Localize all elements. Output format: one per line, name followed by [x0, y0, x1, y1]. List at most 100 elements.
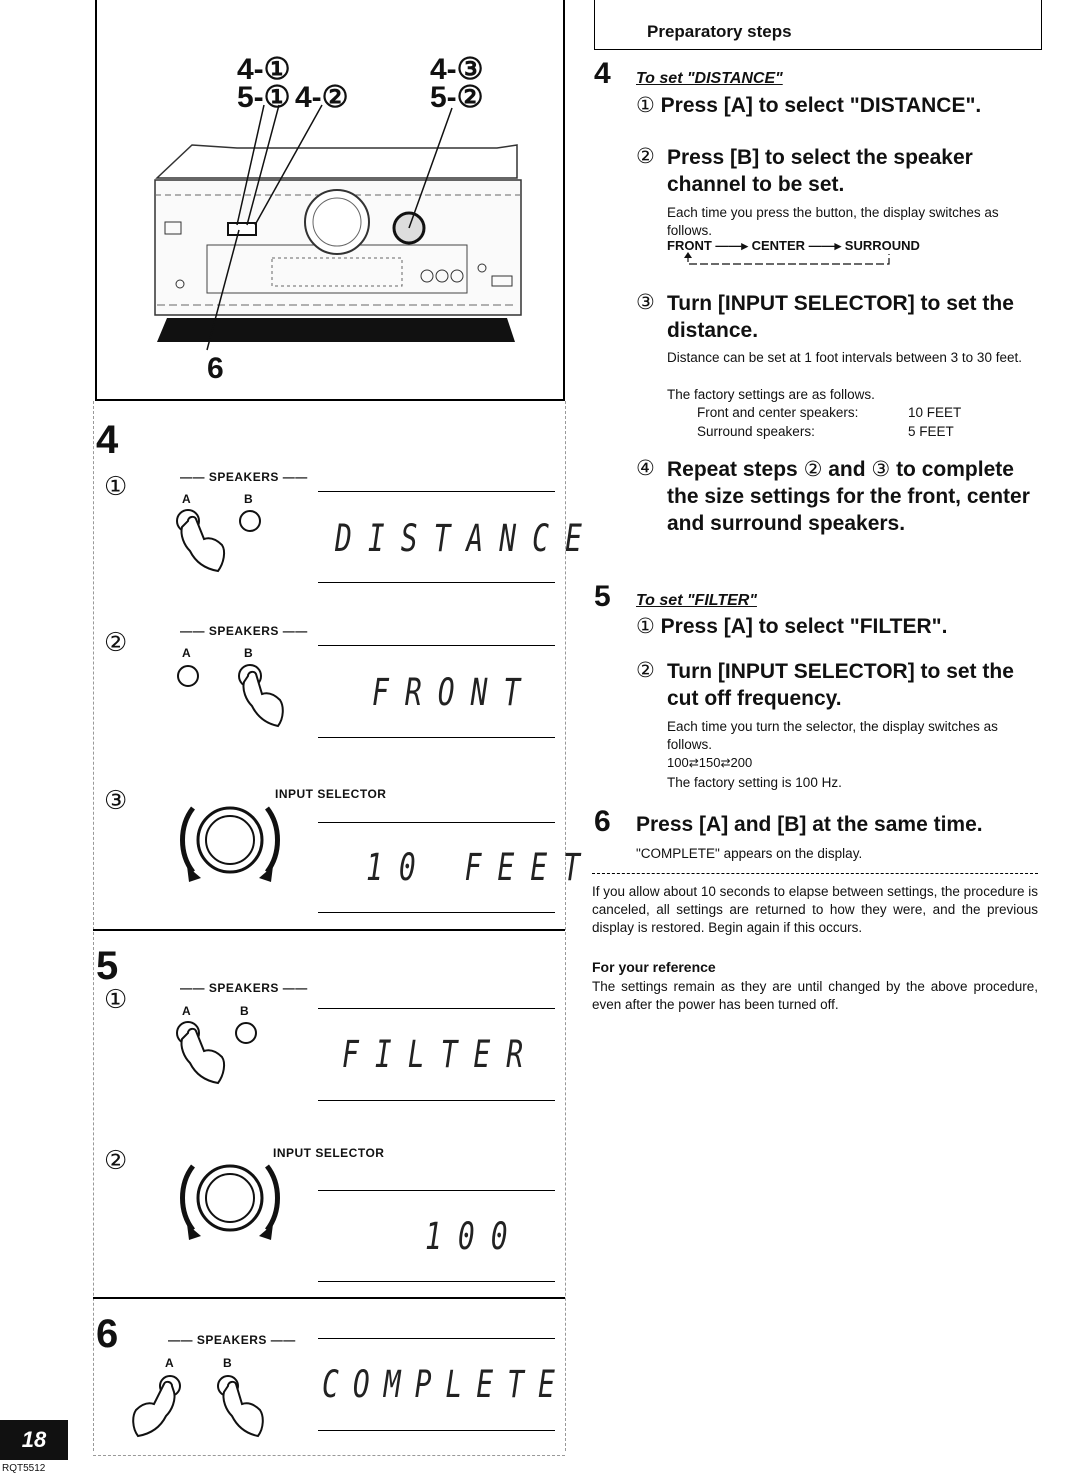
text: Press [A] to select "DISTANCE". — [660, 94, 982, 117]
ref-marker-2: ② — [803, 457, 823, 481]
left-step4-sub2-display: FRONT — [372, 670, 537, 715]
arrow-icon: ——▸ — [715, 238, 748, 253]
button-b-label: B — [244, 492, 254, 506]
seq-front: FRONT — [667, 238, 712, 253]
right-step5-item2-desc: Each time you turn the selector, the dis… — [667, 719, 998, 752]
receiver-illustration — [154, 104, 522, 351]
button-b-pressed-icon — [177, 664, 284, 728]
button-a-label: A — [182, 646, 192, 660]
display-rule-bottom — [318, 1430, 555, 1431]
section-divider — [93, 1297, 565, 1299]
left-step4-sub1-display: DISTANCE — [335, 516, 598, 561]
display-rule-bottom — [318, 912, 555, 913]
factory-row2-label: Surround speakers: — [697, 424, 815, 439]
note-divider — [592, 873, 1038, 874]
seq-150: 150 — [698, 755, 721, 770]
both-buttons-pressed-icon — [132, 1375, 264, 1438]
marker: ① — [636, 614, 655, 638]
speakers-label-text: SPEAKERS — [208, 624, 279, 638]
text-and: and — [822, 458, 872, 481]
left-step4-number: 4 — [96, 418, 119, 462]
display-rule-top — [318, 1190, 555, 1191]
speaker-sequence: FRONT ——▸ CENTER ——▸ SURROUND — [667, 238, 920, 254]
button-a-pressed-icon — [176, 1021, 257, 1085]
text-a: Repeat steps — [667, 458, 804, 481]
display-rule-bottom — [318, 737, 555, 738]
right-step4-item3-marker: ③ — [636, 290, 655, 314]
right-step4-item2-marker: ② — [636, 144, 655, 168]
display-rule-top — [318, 1338, 555, 1339]
right-step5-number: 5 — [594, 580, 611, 613]
factory-row1-value: 10 FEET — [908, 405, 962, 420]
input-selector-knob-icon — [180, 1164, 280, 1240]
bottom-dashed-edge — [93, 1455, 565, 1456]
right-step4-number: 4 — [594, 57, 611, 90]
speakers-label-text: SPEAKERS — [208, 470, 279, 484]
button-a-label: A — [182, 492, 192, 506]
display-rule-top — [318, 822, 555, 823]
button-b-label: B — [223, 1356, 233, 1370]
left-step4-sub2-marker: ② — [104, 628, 128, 658]
right-step5-factory: The factory setting is 100 Hz. — [667, 775, 842, 790]
ref-marker-3: ③ — [871, 457, 891, 481]
display-rule-bottom — [318, 1281, 555, 1282]
seq-200: 200 — [730, 755, 753, 770]
display-rule-top — [318, 645, 555, 646]
right-step5-item2-marker: ② — [636, 658, 655, 682]
display-rule-bottom — [318, 1100, 555, 1101]
factory-row2-value: 5 FEET — [908, 424, 954, 439]
button-a-label: A — [182, 1004, 192, 1018]
display-rule-top — [318, 491, 555, 492]
left-step5-sub2-marker: ② — [104, 1146, 128, 1176]
right-step5-item1: ① Press [A] to select "FILTER". — [636, 613, 1036, 640]
right-step5-item2-text: Turn [INPUT SELECTOR] to set the cut off… — [667, 660, 1014, 710]
right-step6-text: Press [A] and [B] at the same time. — [636, 813, 983, 836]
return-arrow-icon — [684, 252, 890, 265]
left-step5-sub2-display: 100 — [425, 1214, 524, 1259]
note-text: If you allow about 10 seconds to elapse … — [592, 884, 1038, 935]
right-step4-subtitle: To set "DISTANCE" — [636, 70, 783, 87]
factory-row1-label: Front and center speakers: — [697, 405, 859, 420]
text: Press [A] to select "FILTER". — [660, 615, 948, 638]
left-step4-sub3-selector-label: INPUT SELECTOR — [275, 787, 387, 801]
callout-5-2: 5-② — [430, 81, 484, 114]
text-b: to complete the size settings for the fr… — [667, 458, 1030, 535]
left-step4-sub2-speakers-label: —— SPEAKERS —— — [180, 624, 308, 638]
seq-center: CENTER — [751, 238, 806, 253]
seq-100: 100 — [667, 755, 689, 770]
callout-4-2: 4-② — [295, 81, 349, 114]
left-step6-number: 6 — [96, 1312, 119, 1356]
callout-5-1: 5-① — [237, 81, 291, 114]
callout-6: 6 — [207, 352, 224, 385]
right-step4-item3-desc2: The factory settings are as follows. — [667, 387, 875, 402]
speakers-label-text: SPEAKERS — [208, 981, 279, 995]
button-a-pressed-icon — [176, 509, 261, 573]
right-step6-desc: "COMPLETE" appears on the display. — [636, 846, 863, 861]
bidirectional-arrow-icon: ⇄ — [720, 756, 731, 770]
seq-surround: SURROUND — [844, 238, 920, 253]
input-selector-knob-icon — [180, 806, 280, 882]
display-rule-bottom — [318, 582, 555, 583]
left-step4-sub1-speakers-label: —— SPEAKERS —— — [180, 470, 308, 484]
right-step4-item1: ① Press [A] to select "DISTANCE". — [636, 92, 1036, 119]
right-step6-number: 6 — [594, 805, 611, 838]
button-a-label: A — [165, 1356, 175, 1370]
ref-text: The settings remain as they are until ch… — [592, 979, 1038, 1012]
right-dashed-edge — [565, 401, 566, 1451]
left-step6-speakers-label: —— SPEAKERS —— — [168, 1333, 296, 1347]
arrow-icon: ——▸ — [808, 238, 842, 253]
page-number-badge: 18 — [0, 1420, 68, 1460]
right-step4-item2-text: Press [B] to select the speaker channel … — [667, 146, 973, 196]
speakers-label-text: SPEAKERS — [196, 1333, 267, 1347]
right-step4-item3-desc1: Distance can be set at 1 foot intervals … — [667, 350, 1022, 365]
page-number: 18 — [21, 1427, 47, 1452]
section-divider — [93, 929, 565, 931]
ref-title: For your reference — [592, 959, 716, 975]
left-step4-sub1-marker: ① — [104, 472, 128, 502]
right-step4-item4-marker: ④ — [636, 456, 655, 480]
right-step5-subtitle: To set "FILTER" — [636, 592, 757, 609]
left-step6-display: COMPLETE — [322, 1362, 569, 1407]
callout-4-1: 4-① — [237, 53, 291, 86]
left-step4-sub3-marker: ③ — [104, 786, 128, 816]
left-step5-sub2-selector-label: INPUT SELECTOR — [273, 1146, 385, 1160]
